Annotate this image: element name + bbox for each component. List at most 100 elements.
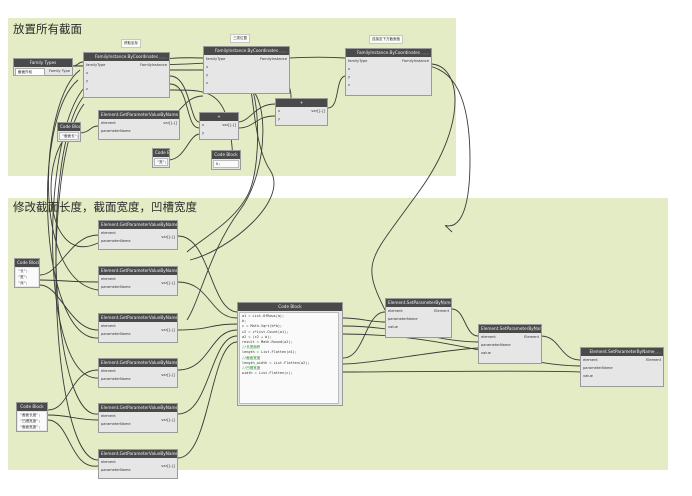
code-line: a2 = (c2 + b); [242,334,272,339]
output-family-instance[interactable]: FamilyInstance [260,57,287,61]
input-y[interactable]: y [348,75,351,79]
set-parameter-node-1[interactable]: Element.SetParameterByName element param… [385,298,452,338]
code-line: length_width = List.Flatten(a2); [242,360,310,365]
input-element[interactable]: element [388,309,403,313]
by-coordinates-node-1[interactable]: FamilyInstance.ByCoordinates familyType … [83,52,170,98]
input-element[interactable]: element [101,460,116,464]
code-line-1[interactable]: "长"; [16,268,38,274]
input-parameter-name[interactable]: parameterName [101,332,131,336]
code-line: a1 = List.OfRows(a); [242,314,285,318]
set-parameter-node-2[interactable]: Element.SetParameterByName element param… [478,324,542,364]
code-line-2[interactable]: "宽"; [16,274,38,280]
by-coordinates-node-2[interactable]: FamilyInstance.ByCoordinates familyType … [203,46,290,94]
output-value[interactable]: var[]..[] [161,464,175,468]
input-parameter-name[interactable]: parameterName [481,343,511,347]
output-element[interactable]: Element [434,309,449,313]
input-x[interactable]: x [348,67,351,71]
output-family-instance[interactable]: FamilyInstance [140,63,167,67]
output-element[interactable]: Element [646,358,661,362]
output-value[interactable]: var[]..[] [161,373,175,377]
code-block-small-3[interactable]: Code Block 0; [211,150,241,170]
get-parameter-node-4[interactable]: Element.GetParameterValueByName element … [98,358,178,388]
input-parameter-name[interactable]: parameterName [101,285,131,289]
code-block-names[interactable]: Code Block "截面长度"; "凹槽宽度"; "截面宽度"; [16,402,48,432]
output-value[interactable]: var[]..[] [161,328,175,332]
input-z[interactable]: z [348,83,350,87]
get-parameter-node-top[interactable]: Element.GetParameterValueByName element … [98,110,180,140]
get-parameter-node-2[interactable]: Element.GetParameterValueByName element … [98,266,178,296]
get-parameter-node-1[interactable]: Element.GetParameterValueByName element … [98,220,178,250]
input-y[interactable]: y [202,131,205,135]
input-value[interactable]: value [388,325,398,329]
code-line-1[interactable]: "截面长度"; [18,412,46,418]
code-line: b; [242,319,247,324]
code-comment: //凹槽宽度 [242,366,261,371]
code-block-small-2[interactable]: Code Block "宽"; [152,148,170,168]
input-parameter-name[interactable]: parameterName [583,366,613,370]
code-block-left[interactable]: Code Block "长"; "宽"; "深"; [14,258,40,288]
by-coordinates-node-3[interactable]: FamilyInstance.ByCoordinates familyType … [345,48,432,96]
code-line-3[interactable]: "截面宽度"; [18,424,46,430]
node-title: + [200,113,238,121]
code-line: result = Math.Round(a2); [242,340,293,345]
output-value[interactable]: var[]..[] [163,121,177,125]
input-value[interactable]: value [583,374,593,378]
code-text[interactable]: "宽"; [154,158,168,166]
input-element[interactable]: element [101,121,116,125]
output-value[interactable]: var[]..[] [222,123,236,127]
input-value[interactable]: value [481,351,491,355]
output-family-instance[interactable]: FamilyInstance [402,59,429,63]
input-x[interactable]: x [206,65,209,69]
get-parameter-node-5[interactable]: Element.GetParameterValueByName element … [98,403,178,433]
input-parameter-name[interactable]: parameterName [101,377,131,381]
get-parameter-node-3[interactable]: Element.GetParameterValueByName element … [98,313,178,343]
input-element[interactable]: element [101,231,116,235]
input-family-type[interactable]: familyType [86,63,106,67]
code-text[interactable]: 0; [213,160,239,168]
code-block-small-1[interactable]: Code Block "截面长"; [57,122,81,142]
family-type-output[interactable]: Family Type [49,69,70,73]
add-node-1[interactable]: + x y var[]..[] [199,112,239,140]
code-block-main[interactable]: Code Block a1 = List.OfRows(a);b;c = Mat… [237,302,343,406]
input-z[interactable]: z [86,87,88,91]
input-y[interactable]: y [86,79,89,83]
node-title: FamilyInstance.ByCoordinates [204,47,289,55]
input-z[interactable]: z [206,81,208,85]
input-element[interactable]: element [481,335,496,339]
output-element[interactable]: Element [524,335,539,339]
input-family-type[interactable]: familyType [348,59,368,63]
input-element[interactable]: element [101,324,116,328]
input-y[interactable]: y [278,117,281,121]
add-node-2[interactable]: + x y var[]..[] [275,98,328,126]
input-x[interactable]: x [86,71,89,75]
output-value[interactable]: var[]..[] [311,109,325,113]
node-footer: AUTO [420,52,429,56]
output-value[interactable]: var[]..[] [161,235,175,239]
input-element[interactable]: element [101,277,116,281]
input-parameter-name[interactable]: parameterName [388,317,418,321]
input-element[interactable]: element [101,369,116,373]
node-title: + [276,99,327,107]
input-parameter-name[interactable]: parameterName [101,468,131,472]
code-line: width = List.Flatten(c); [242,371,293,376]
family-type-dropdown[interactable]: 截面外轮 [15,68,45,76]
output-value[interactable]: var[]..[] [161,418,175,422]
input-x[interactable]: x [278,109,281,113]
input-y[interactable]: y [206,73,209,77]
input-element[interactable]: element [583,358,598,362]
input-x[interactable]: x [202,123,205,127]
get-parameter-node-6[interactable]: Element.GetParameterValueByName element … [98,449,178,479]
code-line-3[interactable]: "深"; [16,280,38,286]
input-parameter-name[interactable]: parameterName [101,129,131,133]
note-connect-below: 连接至下方截面值 [369,35,403,44]
input-parameter-name[interactable]: parameterName [101,239,131,243]
input-family-type[interactable]: familyType [206,57,226,61]
code-editor[interactable]: a1 = List.OfRows(a);b;c = Math.Sqrt(b*b)… [239,312,339,404]
output-value[interactable]: var[]..[] [161,281,175,285]
code-line-2[interactable]: "凹槽宽度"; [18,418,46,424]
code-text[interactable]: "截面长"; [59,132,79,140]
input-parameter-name[interactable]: parameterName [101,422,131,426]
family-types-node[interactable]: Family Types 截面外轮 Family Type [13,58,73,76]
input-element[interactable]: element [101,414,116,418]
set-parameter-node-3[interactable]: Element.SetParameterByName element param… [580,347,664,387]
